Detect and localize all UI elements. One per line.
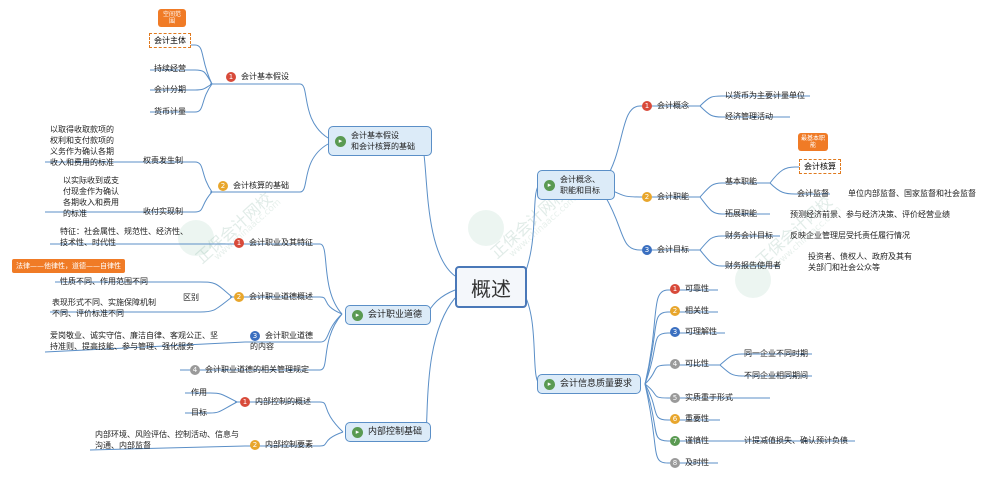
function-supervision[interactable]: 会计监督 [797, 189, 829, 198]
function-accounting[interactable]: 会计核算 [799, 159, 841, 174]
accrual-description: 以取得收取款项的权利和支付款项的义务作为确认各期收入和费用的标准 [50, 125, 114, 167]
number-2-icon: 2 [670, 305, 680, 316]
item-accounting-period[interactable]: 会计分期 [154, 85, 186, 94]
difference-1: 性质不同、作用范围不同 [60, 277, 148, 286]
watermark-logo-icon [178, 220, 214, 256]
goal-report-users[interactable]: 财务报告使用者 [725, 261, 781, 270]
branch-icon: ▸ [352, 426, 363, 438]
branch-label: 会计职业道德 [368, 309, 423, 320]
prudence-description: 计提减值损失、确认预计负债 [744, 436, 848, 445]
branch-internal-control[interactable]: ▸ 内部控制基础 [345, 422, 431, 442]
elements-description: 内部环境、风险评估、控制活动、信息与沟通、内部监督 [95, 430, 239, 450]
difference-label: 区别 [183, 293, 199, 302]
highlight-law-vs-ethics: 法律——他律性，道德——自律性 [12, 259, 125, 273]
item-function[interactable]: 作用 [191, 388, 207, 397]
number-1-icon: 1 [240, 396, 250, 407]
number-7-icon: 7 [670, 435, 680, 446]
number-2-icon: 2 [234, 291, 244, 302]
goal-financial-description: 反映企业管理层受托责任履行情况 [790, 231, 910, 240]
center-topic[interactable]: 概述 [455, 266, 527, 308]
number-1-icon: 1 [226, 71, 236, 82]
number-1-icon: 1 [234, 237, 244, 248]
item-going-concern[interactable]: 持续经营 [154, 64, 186, 73]
comparability-different-entities: 不同企业相同期间 [744, 371, 808, 380]
extended-description: 预测经济前景、参与经济决策、评价经营业绩 [790, 210, 950, 219]
number-8-icon: 8 [670, 457, 680, 468]
branch-label: 会计基本假设 和会计核算的基础 [351, 131, 415, 151]
watermark-logo-icon [735, 262, 771, 298]
number-2-icon: 2 [218, 180, 228, 191]
number-2-icon: 2 [250, 439, 260, 450]
report-users-description: 投资者、债权人、政府及其有关部门和社会公众等 [808, 252, 912, 272]
item-monetary-measurement[interactable]: 货币计量 [154, 107, 186, 116]
item-objective[interactable]: 目标 [191, 408, 207, 417]
number-1-icon: 1 [670, 283, 680, 294]
branch-concept-function-goal[interactable]: ▸ 会计概念、 职能和目标 [537, 170, 615, 200]
goal-financial[interactable]: 财务会计目标 [725, 231, 773, 240]
branch-label: 内部控制基础 [368, 426, 423, 437]
tag-most-basic: 最基本职能 [798, 133, 828, 151]
number-4-icon: 4 [670, 358, 680, 369]
concept-item-management: 经济管理活动 [725, 112, 773, 121]
number-5-icon: 5 [670, 392, 680, 403]
basic-function[interactable]: 基本职能 [725, 177, 757, 186]
number-1-icon: 1 [642, 100, 652, 111]
number-4-icon: 4 [190, 364, 200, 375]
branch-label: 会计信息质量要求 [560, 378, 633, 389]
cash-description: 以实际收到或支付现金作为确认各期收入和费用的标准 [63, 176, 119, 218]
branch-icon: ▸ [544, 179, 555, 191]
supervision-description: 单位内部监督、国家监督和社会监督 [848, 189, 976, 198]
branch-label: 会计概念、 职能和目标 [560, 175, 600, 195]
number-2-icon: 2 [642, 191, 652, 202]
branch-icon: ▸ [544, 378, 555, 390]
watermark-logo-icon [468, 210, 504, 246]
features-description: 特征：社会属性、规范性、经济性、技术性、时代性 [60, 227, 188, 247]
item-accounting-entity[interactable]: 会计主体 [149, 33, 191, 48]
ethics-content-description: 爱岗敬业、诚实守信、廉洁自律、客观公正、坚持准则、提高技能、参与管理、强化服务 [50, 331, 218, 351]
branch-professional-ethics[interactable]: ▸ 会计职业道德 [345, 305, 431, 325]
number-6-icon: 6 [670, 413, 680, 424]
branch-icon: ▸ [352, 309, 363, 321]
extended-function[interactable]: 拓展职能 [725, 209, 757, 218]
branch-icon: ▸ [335, 135, 346, 147]
tag-space-scope: 空间范围 [158, 9, 186, 27]
branch-basic-assumptions[interactable]: ▸ 会计基本假设 和会计核算的基础 [328, 126, 432, 156]
accrual-basis[interactable]: 权责发生制 [143, 156, 183, 165]
cash-basis[interactable]: 收付实现制 [143, 207, 183, 216]
number-3-icon: 3 [250, 330, 260, 341]
number-3-icon: 3 [670, 326, 680, 337]
branch-information-quality[interactable]: ▸ 会计信息质量要求 [537, 374, 641, 394]
comparability-same-entity: 同一企业不同时期 [744, 349, 808, 358]
concept-item-currency: 以货币为主要计量单位 [725, 91, 805, 100]
difference-2: 表现形式不同、实施保障机制不同、评价标准不同 [52, 298, 156, 318]
number-3-icon: 3 [642, 244, 652, 255]
